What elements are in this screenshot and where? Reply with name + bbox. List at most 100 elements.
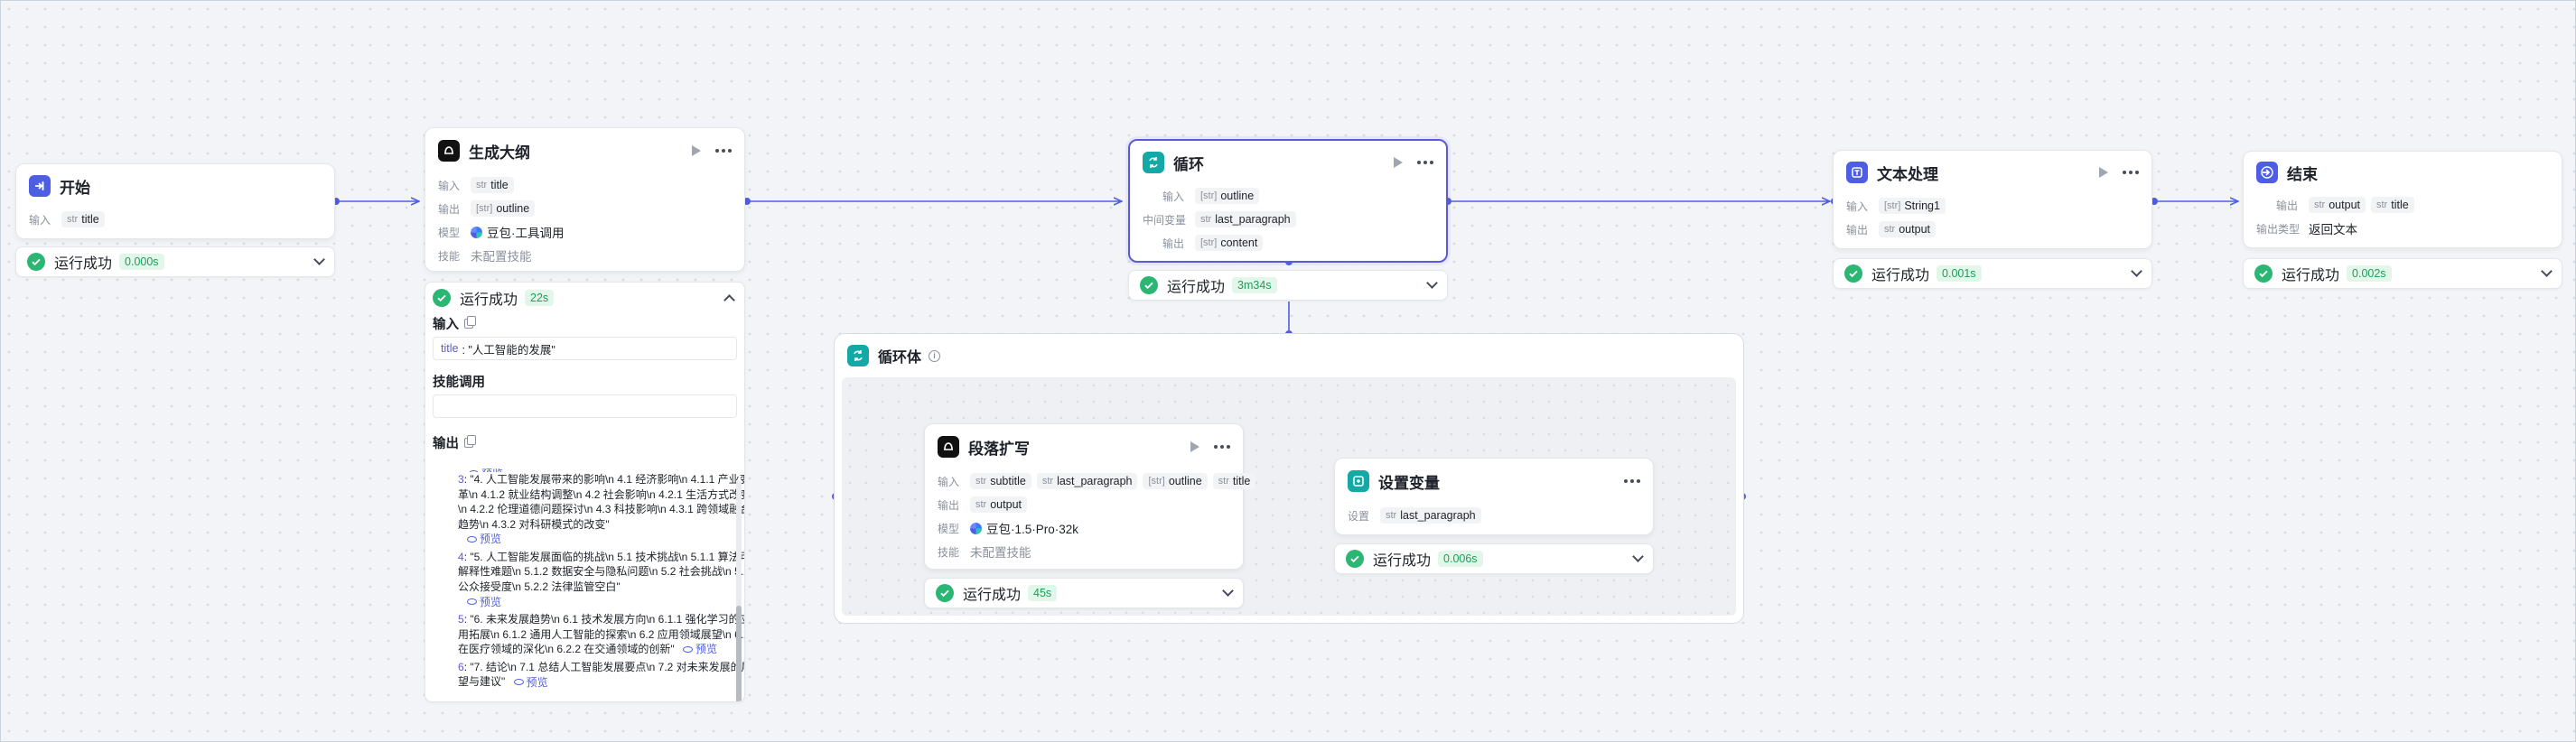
node-title: 生成大纲 xyxy=(469,144,530,162)
eye-icon xyxy=(467,598,477,606)
chevron-down-icon[interactable] xyxy=(2131,265,2142,277)
chevron-down-icon[interactable] xyxy=(1632,551,1644,562)
panel-scrollbar[interactable] xyxy=(736,481,742,701)
preview-link[interactable]: 预览 xyxy=(467,595,501,610)
copy-icon[interactable] xyxy=(464,315,476,329)
more-icon[interactable] xyxy=(715,149,732,153)
end-status-bar[interactable]: 运行成功 0.002s xyxy=(2243,258,2562,289)
chevron-down-icon[interactable] xyxy=(2541,265,2553,277)
duration-badge: 0.002s xyxy=(2347,265,2392,282)
output-heading: 输出 xyxy=(425,432,744,452)
model-name: 豆包·工具调用 xyxy=(487,227,565,240)
success-icon xyxy=(433,289,451,307)
chevron-down-icon[interactable] xyxy=(1426,277,1438,289)
paragraph-status-bar[interactable]: 运行成功 45s xyxy=(924,578,1244,608)
output-type-value: 返回文本 xyxy=(2309,223,2357,237)
run-icon[interactable] xyxy=(2099,167,2108,178)
output-list[interactable]: 预览 3: "4. 人工智能发展带来的影响\n 4.1 经济影响\n 4.1.1… xyxy=(425,468,745,701)
node-title: 循环 xyxy=(1173,155,1204,173)
success-icon xyxy=(1346,550,1364,568)
outline-run-panel[interactable]: 运行成功 22s 输入 title: "人工智能的发展" 技能调用 输出 预览 … xyxy=(425,282,745,702)
list-item: 6: "7. 结论\n 7.1 总结人工智能发展要点\n 7.2 对未来发展的展… xyxy=(458,660,745,691)
eye-icon xyxy=(467,536,477,543)
llm-icon xyxy=(938,436,959,458)
run-icon[interactable] xyxy=(1394,157,1403,168)
more-icon[interactable] xyxy=(1624,479,1640,483)
node-title: 文本处理 xyxy=(1877,165,1938,183)
more-icon[interactable] xyxy=(1214,445,1230,449)
chevron-down-icon[interactable] xyxy=(1222,585,1234,597)
duration-badge: 0.006s xyxy=(1438,551,1483,567)
run-icon[interactable] xyxy=(692,145,701,156)
eye-icon xyxy=(513,679,524,686)
more-icon[interactable] xyxy=(1417,161,1433,164)
preview-link[interactable]: 预览 xyxy=(467,532,501,547)
doubao-logo-icon xyxy=(970,522,982,534)
outline-status-bar[interactable]: 运行成功 22s xyxy=(425,283,744,313)
copy-icon[interactable] xyxy=(464,434,476,448)
eye-icon xyxy=(682,646,693,653)
list-item: 3: "4. 人工智能发展带来的影响\n 4.1 经济影响\n 4.1.1 产业… xyxy=(458,473,745,547)
run-icon[interactable] xyxy=(1190,441,1199,452)
node-title: 设置变量 xyxy=(1378,474,1440,492)
preview-link[interactable]: 预览 xyxy=(469,468,503,472)
text-processing-status-bar[interactable]: 运行成功 0.001s xyxy=(1833,258,2152,289)
duration-badge: 45s xyxy=(1028,585,1058,601)
input-var-tag: [str]String1 xyxy=(1879,198,1946,214)
more-icon[interactable] xyxy=(2123,171,2139,174)
duration-badge: 0.000s xyxy=(119,254,164,270)
chevron-down-icon[interactable] xyxy=(313,254,325,265)
node-title: 开始 xyxy=(60,179,90,197)
loop-body-icon xyxy=(847,345,869,366)
preview-link[interactable]: 预览 xyxy=(682,642,717,657)
success-icon xyxy=(1140,276,1158,294)
success-icon xyxy=(1844,264,1862,283)
info-icon[interactable]: i xyxy=(929,349,941,362)
doubao-logo-icon xyxy=(471,226,482,238)
set-variable-status-bar[interactable]: 运行成功 0.006s xyxy=(1334,543,1654,574)
output-var-tag: [str]outline xyxy=(471,200,536,217)
list-item: 5: "6. 未来发展趋势\n 6.1 技术发展方向\n 6.1.1 强化学习的… xyxy=(458,613,745,657)
skill-value: 未配置技能 xyxy=(471,250,532,264)
scrollbar-thumb xyxy=(736,606,742,701)
output-var-tag: [str]content xyxy=(1195,235,1264,251)
start-icon xyxy=(29,175,51,197)
input-var-tag: [str]outline xyxy=(1195,188,1260,204)
end-icon xyxy=(2256,162,2278,183)
loop-status-bar[interactable]: 运行成功 3m34s xyxy=(1128,270,1448,301)
success-icon xyxy=(2254,264,2273,283)
list-item: 4: "5. 人工智能发展面临的挑战\n 5.1 技术挑战\n 5.1.1 算法… xyxy=(458,550,745,610)
preview-link[interactable]: 预览 xyxy=(513,675,548,691)
input-var-tag: [str]outline xyxy=(1143,473,1208,489)
text-processing-icon xyxy=(1846,162,1868,183)
llm-icon xyxy=(438,140,460,162)
duration-badge: 3m34s xyxy=(1232,277,1277,293)
chevron-up-icon[interactable] xyxy=(723,293,735,306)
skill-call-box xyxy=(433,394,737,418)
variable-icon xyxy=(1348,470,1369,492)
input-value-box: title: "人工智能的发展" xyxy=(433,337,737,360)
input-heading: 输入 xyxy=(425,313,744,333)
loop-body-title: 循环体 xyxy=(878,350,922,366)
node-title: 段落扩写 xyxy=(968,440,1030,458)
start-status-bar[interactable]: 运行成功 0.000s xyxy=(15,246,335,277)
input-label: 输入 xyxy=(29,213,51,227)
success-icon xyxy=(936,584,954,602)
skill-heading: 技能调用 xyxy=(433,375,485,390)
